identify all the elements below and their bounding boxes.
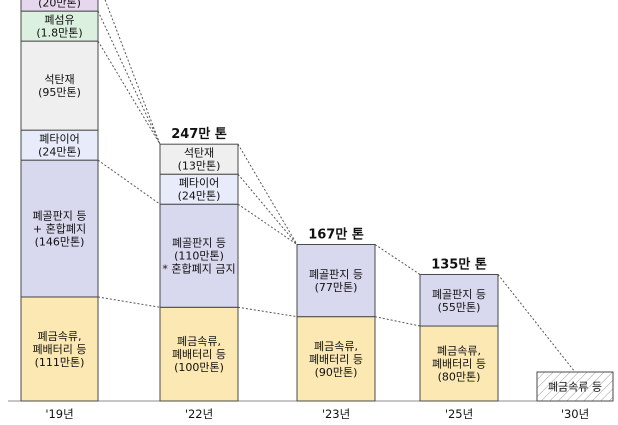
segment-label: (100만톤)	[174, 361, 224, 374]
bar-1-segment-2	[159, 173, 239, 205]
year-tick-label: '23년	[322, 407, 350, 421]
segment-label: 폐금속류,	[314, 340, 358, 353]
bar-0-segment-5	[20, 0, 99, 12]
connector-line	[497, 274, 576, 373]
segment-label: 폐배터리 등	[32, 343, 86, 356]
labels-group: 폐금속류,폐배터리 등(111만톤)폐골판지 등+ 혼합폐지(146만톤)폐타이…	[32, 0, 602, 421]
segment-label: (95만톤)	[38, 86, 81, 99]
segment-label: 폐타이어	[179, 177, 219, 190]
segment-label: 폐금속류,	[437, 345, 481, 358]
connector-line	[374, 244, 421, 275]
segment-label: 폐금속류,	[38, 330, 82, 343]
bar-1-segment-3	[159, 143, 239, 175]
segment-label: (80만톤)	[438, 371, 481, 384]
segment-label: (111만톤)	[35, 356, 85, 369]
segment-label: 폐배터리 등	[432, 358, 486, 371]
bar-4-segment-0	[536, 371, 614, 402]
connector-line	[97, 296, 161, 308]
segment-label: (1.8만톤)	[36, 27, 82, 40]
segment-label: (24만톤)	[178, 190, 221, 203]
segment-label: 폐타이어	[39, 133, 79, 146]
segment-label: (13만톤)	[178, 160, 221, 173]
segment-label: * 혼합폐지 금지	[162, 263, 235, 276]
bar-1-segment-1	[159, 203, 239, 308]
year-tick-label: '25년	[445, 407, 473, 421]
segment-label: 폐골판지 등	[172, 237, 226, 250]
connector-line	[237, 203, 298, 245]
segment-label: 폐배터리 등	[309, 353, 363, 366]
connector-line	[237, 306, 298, 318]
segment-label: 폐골판지 등	[432, 288, 486, 301]
connector-line	[237, 143, 298, 245]
segment-label: (20만톤)	[38, 0, 81, 10]
segment-label: 폐섬유	[44, 14, 74, 27]
connector-line	[97, 40, 161, 145]
bars-group	[20, 0, 614, 402]
segment-label: 폐골판지 등	[32, 210, 86, 223]
connector-lines	[97, 0, 576, 373]
segment-label: (24만톤)	[38, 146, 81, 159]
connector-line	[104, 0, 161, 145]
bar-2-segment-1	[296, 243, 376, 318]
segment-label: (110만톤)	[174, 250, 224, 263]
segment-label: 폐금속류 등	[548, 381, 602, 394]
bar-0-segment-2	[20, 129, 99, 161]
bar-0-segment-4	[20, 10, 99, 42]
bar-0-segment-0	[20, 296, 99, 402]
segment-label: 석탄재	[44, 73, 74, 86]
segment-label: 폐금속류,	[177, 335, 221, 348]
connector-line	[97, 159, 161, 205]
bar-0-segment-1	[20, 159, 99, 298]
segment-label: (55만톤)	[438, 301, 481, 314]
bar-total-label: 247만 톤	[171, 126, 227, 142]
segment-label: 폐골판지 등	[309, 268, 363, 281]
segment-label: (90만톤)	[315, 366, 358, 379]
year-tick-label: '30년	[561, 407, 589, 421]
segment-label: (146만톤)	[35, 236, 85, 249]
year-tick-label: '22년	[185, 407, 213, 421]
bar-total-label: 135만 톤	[431, 256, 487, 272]
segment-label: + 혼합폐지	[33, 223, 86, 236]
connector-line	[237, 173, 298, 245]
connector-line	[374, 316, 421, 327]
bar-3-segment-1	[419, 273, 499, 327]
bar-0-segment-3	[20, 40, 99, 131]
segment-label: 석탄재	[184, 147, 214, 160]
bar-1-segment-0	[159, 306, 239, 402]
bar-3-segment-0	[419, 325, 499, 402]
bar-total-label: 167만 톤	[308, 226, 364, 242]
segment-label: (77만톤)	[315, 281, 358, 294]
connector-line	[97, 10, 161, 145]
segment-label: 폐배터리 등	[172, 348, 226, 361]
year-tick-label: '19년	[45, 407, 73, 421]
